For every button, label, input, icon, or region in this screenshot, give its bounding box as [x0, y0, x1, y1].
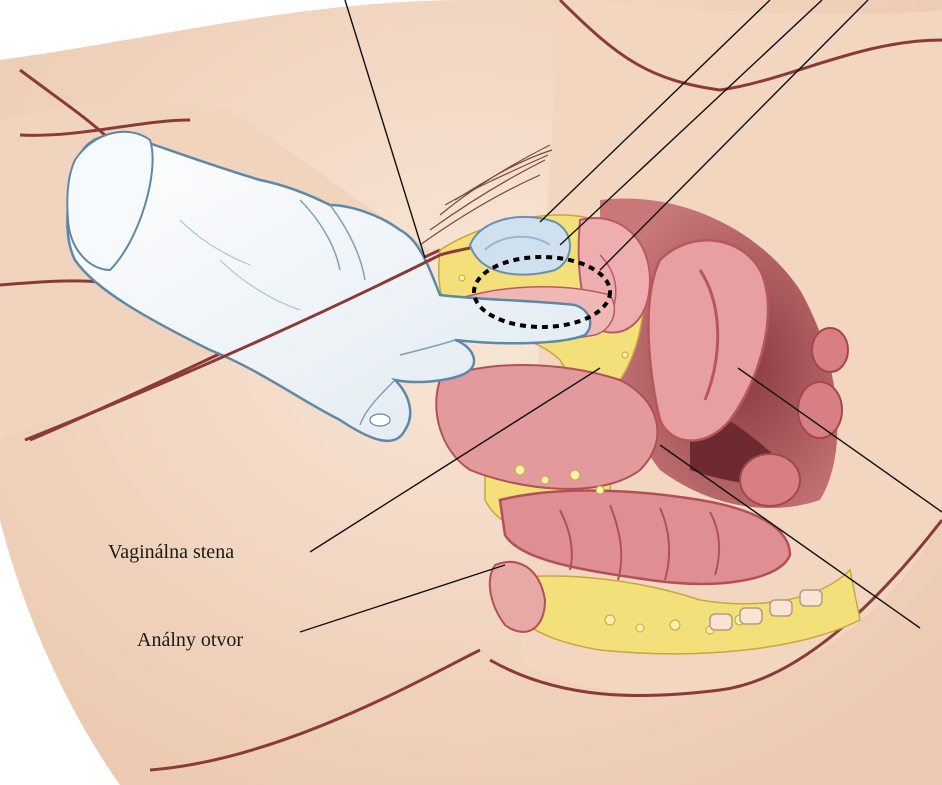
anal-opening-label: Análny otvor — [137, 630, 243, 650]
vaginal-wall-label: Vaginálna stena — [108, 542, 234, 562]
